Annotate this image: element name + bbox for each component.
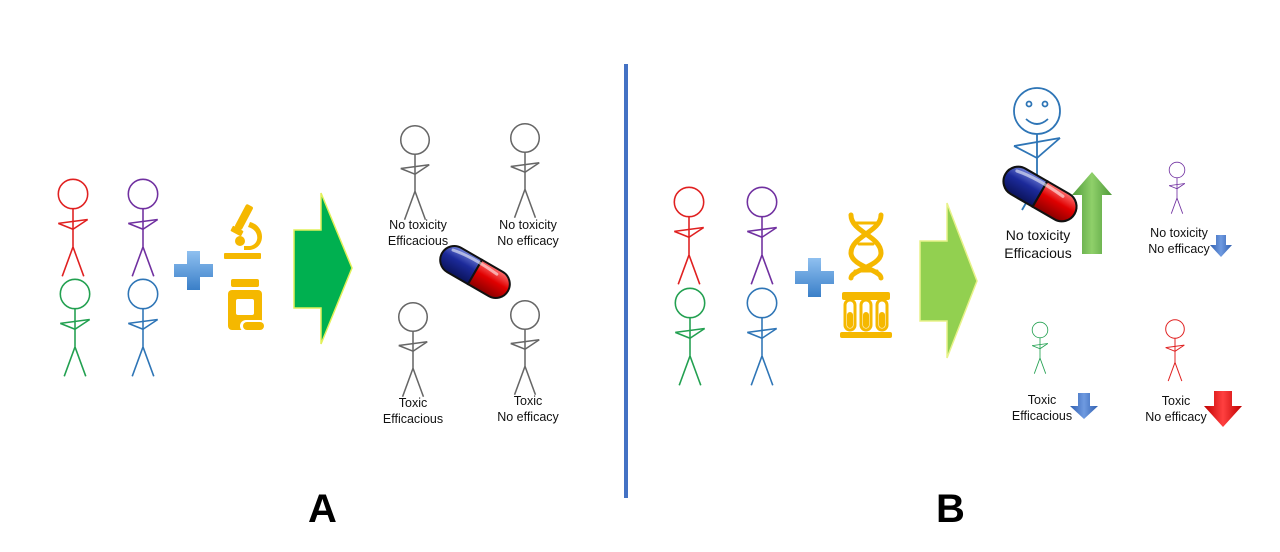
person-purple-figure <box>127 178 159 278</box>
label-line-2: Efficacious <box>1011 409 1073 423</box>
panel-b <box>673 87 1242 427</box>
down-arrow-icon <box>1210 235 1232 257</box>
capsule-icon <box>433 239 517 305</box>
person-red-figure <box>57 178 89 278</box>
label-line-2: No efficacy <box>497 410 559 424</box>
person-red-figure <box>673 186 705 286</box>
plus-icon <box>795 258 834 297</box>
outcome-label-b-1: No toxicity Efficacious <box>996 226 1080 262</box>
label-line-1: No toxicity <box>1005 227 1071 243</box>
up-arrow-icon <box>1072 172 1112 254</box>
label-line-2: Efficacious <box>387 234 449 248</box>
outcome-label-a-3: Toxic Efficacious <box>377 395 449 427</box>
outcome-label-b-2: No toxicity No efficacy <box>1143 225 1215 257</box>
outcome-figure-no-tox-no-efficacy <box>509 122 541 219</box>
patient-group-b <box>673 186 778 387</box>
down-arrow-icon <box>1070 393 1098 419</box>
outcome-label-b-4: Toxic No efficacy <box>1140 393 1212 425</box>
outcome-figure-toxic-no-efficacy <box>509 299 541 396</box>
label-line-2: No efficacy <box>497 234 559 248</box>
label-line-2: Efficacious <box>1004 245 1072 261</box>
outcome-label-a-4: Toxic No efficacy <box>492 393 564 425</box>
outcome-label-a-2: No toxicity No efficacy <box>492 217 564 249</box>
person-green-figure <box>674 287 706 387</box>
label-line-2: Efficacious <box>382 412 444 426</box>
person-purple-figure <box>746 186 778 286</box>
label-line-2: No efficacy <box>1148 242 1210 256</box>
big-right-arrow <box>293 192 353 345</box>
microscope-icon <box>224 204 262 259</box>
person-blue-figure <box>127 278 159 378</box>
panel-a <box>57 122 541 398</box>
label-line-1: Toxic <box>1027 393 1057 407</box>
outcome-figure-no-tox-efficacious <box>399 124 431 221</box>
label-line-1: Toxic <box>1161 394 1191 408</box>
outcome-label-a-1: No toxicity Efficacious <box>382 217 454 249</box>
outcome-label-b-3: Toxic Efficacious <box>1006 392 1078 424</box>
panel-label-b: B <box>936 487 965 531</box>
dna-icon <box>848 212 884 281</box>
label-line-2: No efficacy <box>1145 410 1207 424</box>
person-green-figure <box>59 278 91 378</box>
patient-group-a <box>57 178 159 378</box>
label-line-1: Toxic <box>398 396 428 410</box>
pill-bottle-icon <box>228 279 266 332</box>
outcome-figure-toxic-efficacious <box>397 301 429 398</box>
down-arrow-icon <box>1204 391 1242 427</box>
panel-label-a: A <box>308 487 337 531</box>
label-line-1: Toxic <box>513 394 543 408</box>
label-line-1: No toxicity <box>1150 226 1208 240</box>
big-right-arrow <box>919 202 978 359</box>
small-figure-no-tox-no-efficacy <box>1168 161 1186 215</box>
small-figure-toxic-efficacious <box>1031 321 1049 375</box>
test-tubes-icon <box>840 292 892 338</box>
person-blue-figure <box>746 287 778 387</box>
capsule-icon <box>996 159 1084 229</box>
label-line-1: No toxicity <box>389 218 447 232</box>
label-line-1: No toxicity <box>499 218 557 232</box>
plus-icon <box>174 251 213 290</box>
small-figure-toxic-no-efficacy <box>1165 319 1185 382</box>
